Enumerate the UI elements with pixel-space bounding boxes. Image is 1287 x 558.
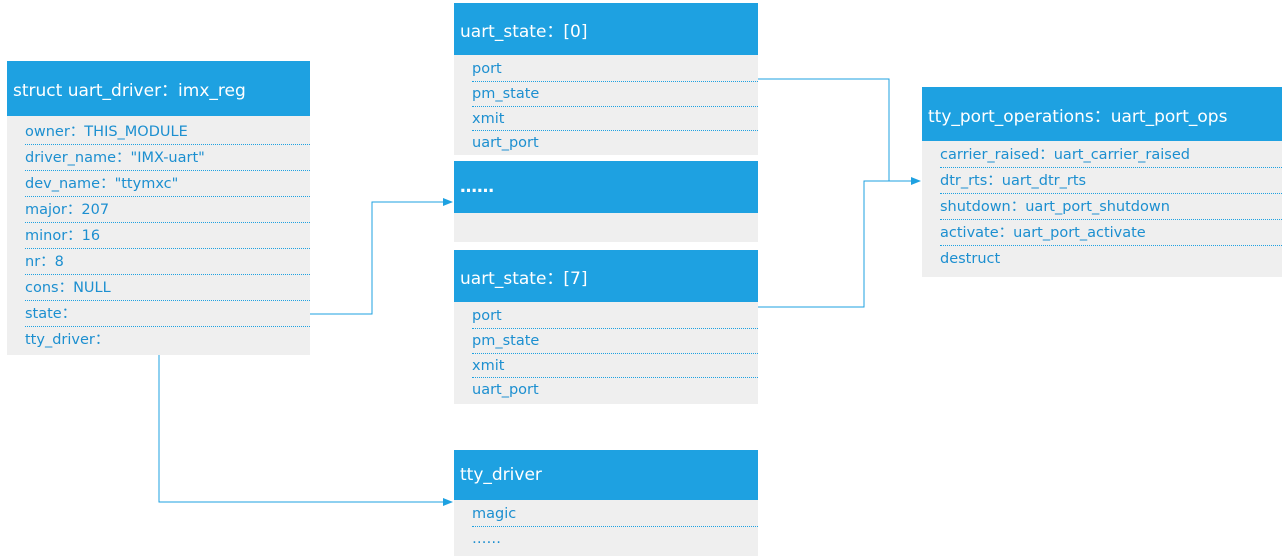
uart-state-7-fields: port pm_state xmit uart_port xyxy=(454,302,758,404)
field-xmit: xmit xyxy=(472,354,758,378)
field-nr: nr：8 xyxy=(25,249,310,275)
field-cons: cons：NULL xyxy=(25,275,310,301)
arrow-state-to-uart-state xyxy=(308,198,453,315)
field-owner: owner：THIS_MODULE xyxy=(25,119,310,145)
field-port: port xyxy=(472,304,758,329)
field-major: major：207 xyxy=(25,197,310,223)
field-tty-driver: tty_driver： xyxy=(25,332,110,348)
port-ops-box: tty_port_operations：uart_port_ops carrie… xyxy=(922,87,1282,277)
tty-driver-fields: magic …… xyxy=(454,500,758,556)
port-ops-title: tty_port_operations：uart_port_ops xyxy=(922,87,1282,141)
uart-state-7-title: uart_state：[7] xyxy=(454,250,758,302)
field-state: state： xyxy=(25,301,310,327)
field-dev-name: dev_name："ttymxc" xyxy=(25,171,310,197)
port-ops-fields: carrier_raised：uart_carrier_raised dtr_r… xyxy=(922,141,1282,277)
field-uart-port: uart_port xyxy=(472,382,539,398)
tty-driver-box: tty_driver magic …… xyxy=(454,450,758,556)
field-dtr-rts: dtr_rts：uart_dtr_rts xyxy=(940,168,1282,194)
field-shutdown: shutdown：uart_port_shutdown xyxy=(940,194,1282,220)
field-driver-name: driver_name："IMX-uart" xyxy=(25,145,310,171)
field-pm-state: pm_state xyxy=(472,329,758,354)
field-minor: minor：16 xyxy=(25,223,310,249)
field-magic: magic xyxy=(472,502,758,527)
uart-state-0-fields: port pm_state xmit uart_port xyxy=(454,55,758,155)
uart-state-0-box: uart_state：[0] port pm_state xmit uart_p… xyxy=(454,3,758,155)
field-uart-port: uart_port xyxy=(472,135,539,151)
uart-driver-title: struct uart_driver：imx_reg xyxy=(7,61,310,116)
ellipsis-title: …… xyxy=(454,161,758,213)
field-port: port xyxy=(472,57,758,82)
field-carrier-raised: carrier_raised：uart_carrier_raised xyxy=(940,142,1282,168)
tty-driver-title: tty_driver xyxy=(454,450,758,500)
uart-driver-fields: owner：THIS_MODULE driver_name："IMX-uart"… xyxy=(7,116,310,355)
field-pm-state: pm_state xyxy=(472,82,758,107)
field-destruct: destruct xyxy=(940,251,1001,267)
uart-state-7-box: uart_state：[7] port pm_state xmit uart_p… xyxy=(454,250,758,404)
arrow-tty-driver-to-struct xyxy=(158,352,453,506)
field-ellipsis: …… xyxy=(472,531,501,547)
ellipsis-body xyxy=(454,213,758,242)
field-xmit: xmit xyxy=(472,107,758,131)
uart-state-0-title: uart_state：[0] xyxy=(454,3,758,55)
field-activate: activate：uart_port_activate xyxy=(940,220,1282,246)
ellipsis-block: …… xyxy=(454,161,758,242)
uart-driver-box: struct uart_driver：imx_reg owner：THIS_MO… xyxy=(7,61,310,355)
